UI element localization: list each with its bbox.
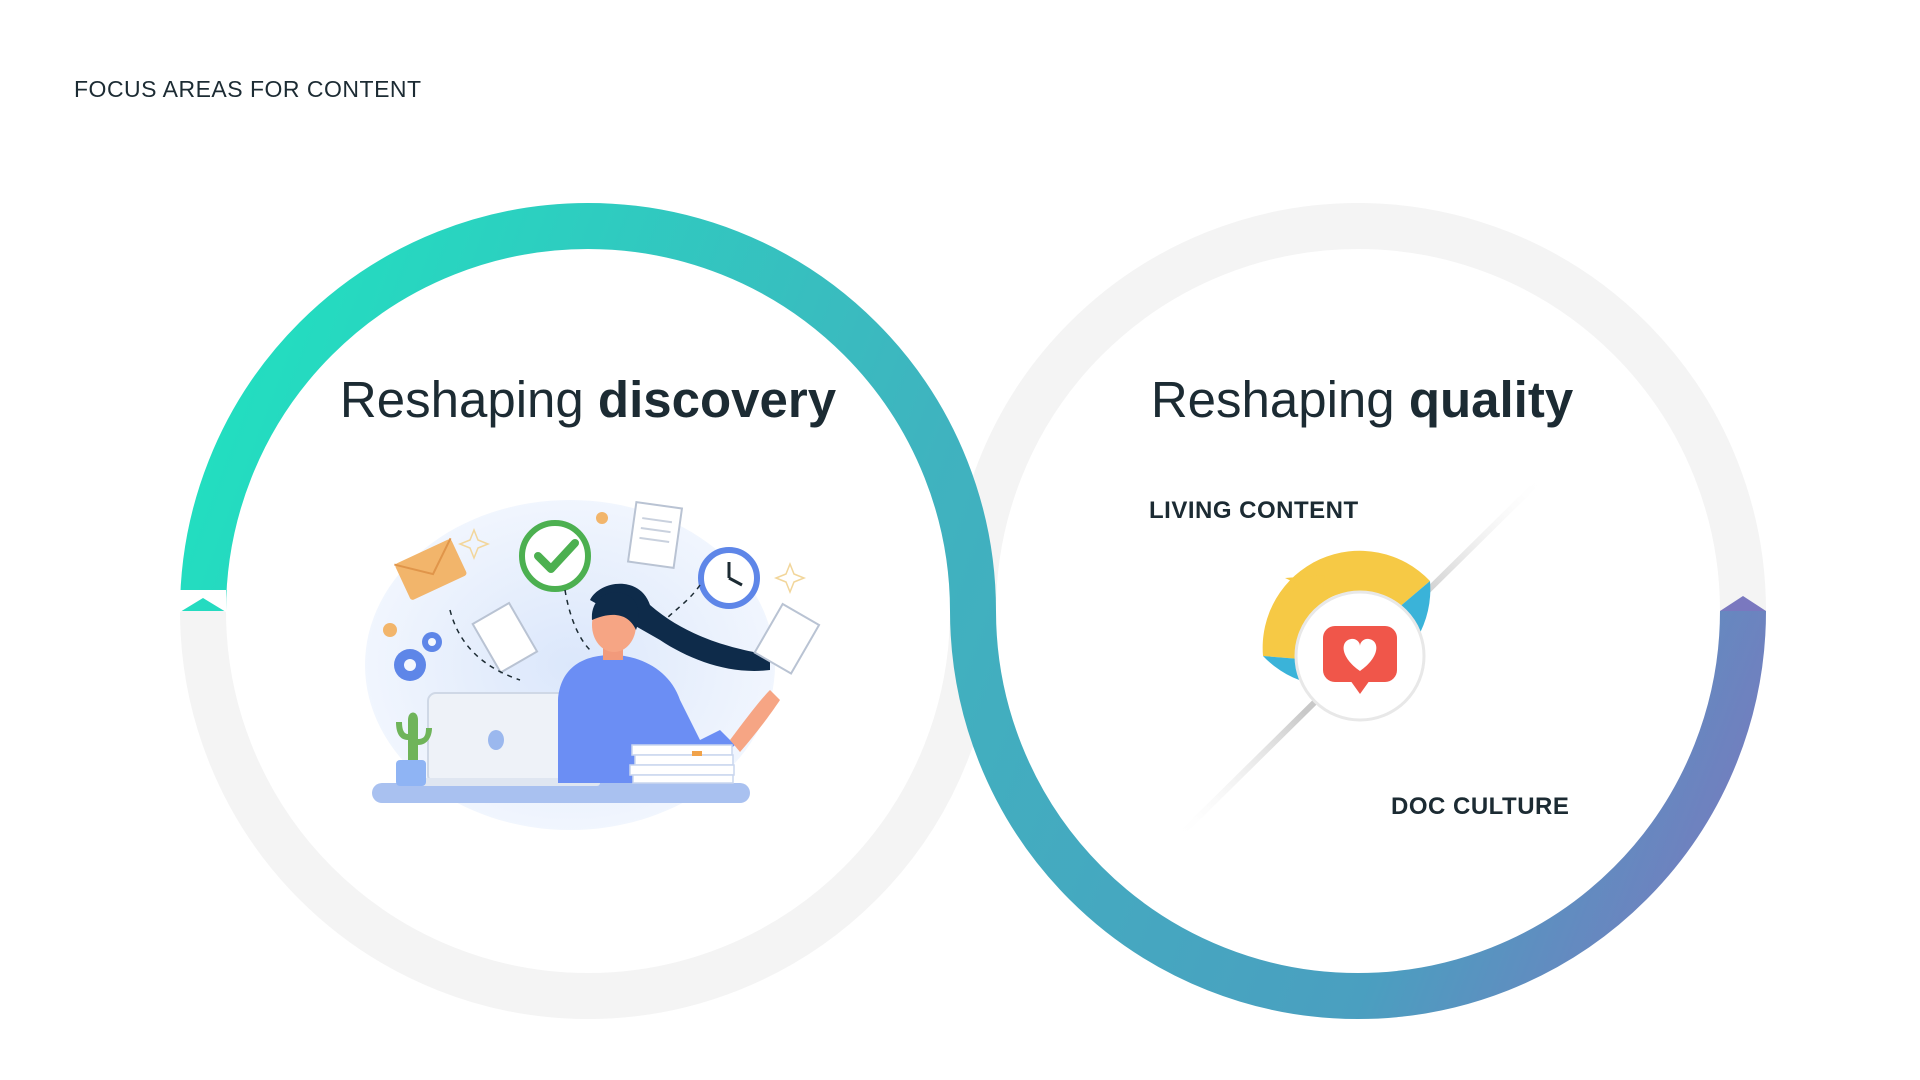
left-title-regular: Reshaping	[339, 371, 598, 428]
left-panel-title: Reshaping discovery	[340, 370, 836, 429]
living-content-label: LIVING CONTENT	[1149, 497, 1359, 524]
quality-emblem	[1172, 472, 1548, 843]
progress-loop-path	[180, 203, 1766, 1019]
left-title-bold: discovery	[597, 371, 837, 428]
heart-speech-bubble-icon	[1323, 626, 1397, 694]
woman-at-laptop-illustration	[365, 500, 821, 830]
page-eyebrow: FOCUS AREAS FOR CONTENT	[74, 76, 422, 102]
doc-culture-label: DOC CULTURE	[1391, 793, 1570, 820]
loop-start-notch	[180, 590, 226, 612]
loop-end-arrow	[1720, 596, 1766, 611]
right-title-bold: quality	[1408, 371, 1574, 428]
right-title-regular: Reshaping	[1150, 371, 1409, 428]
right-panel-title: Reshaping quality	[1151, 370, 1573, 429]
